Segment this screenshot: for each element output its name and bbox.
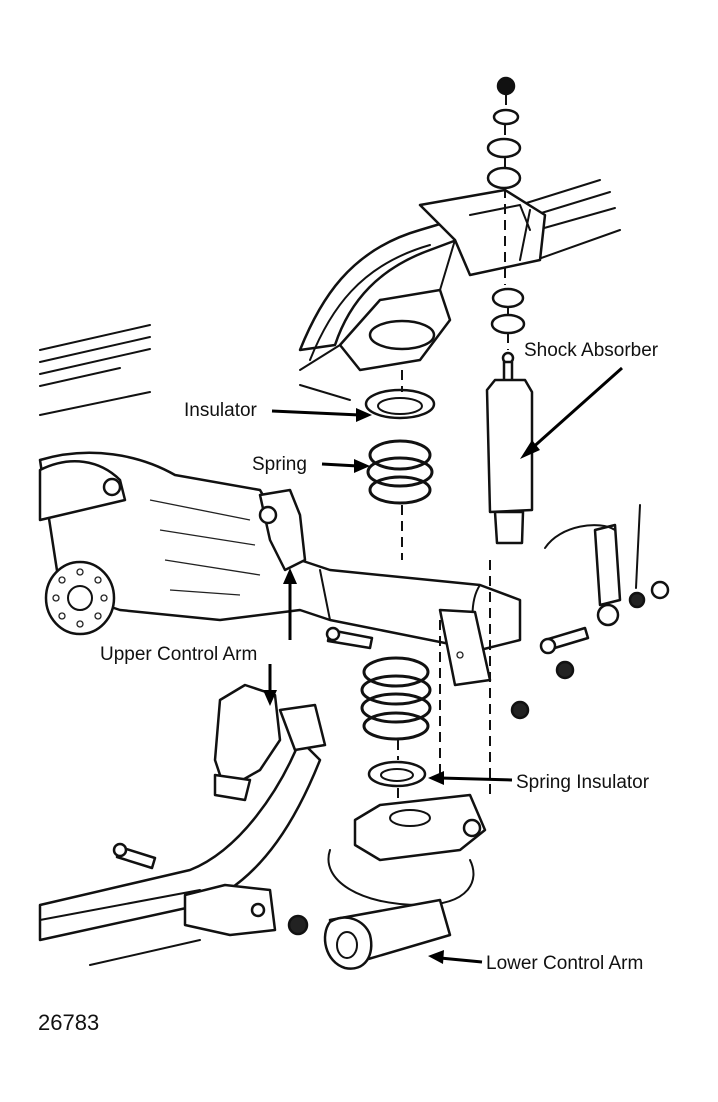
label-shock-absorber: Shock Absorber [524,340,659,361]
figure-number: 26783 [38,1010,99,1035]
label-insulator: Insulator [184,400,258,421]
upper-control-arm-lower [213,683,327,802]
leader-arrows [263,366,623,964]
bolts-and-nuts [112,626,590,936]
upper-coil-spring [366,439,434,560]
spring-insulator [367,760,427,805]
lower-spring-seat [327,793,487,906]
upper-control-arm-bracket [258,488,307,572]
shock-mount-hardware [486,76,526,350]
frame-kickup [298,188,547,361]
label-spring: Spring [252,454,307,475]
upper-insulator [364,370,436,420]
shock-absorber [485,351,534,545]
label-upper-control-arm: Upper Control Arm [100,644,257,665]
label-lower-control-arm: Lower Control Arm [486,953,643,974]
frame-rail-lower [38,738,322,966]
upper-spring-seat [299,288,452,401]
stabilizer-link [544,504,670,627]
lower-coil-spring [360,656,432,760]
lower-control-arm [183,883,452,970]
shock-lower-bracket [438,560,492,800]
label-spring-insulator: Spring Insulator [516,772,650,793]
